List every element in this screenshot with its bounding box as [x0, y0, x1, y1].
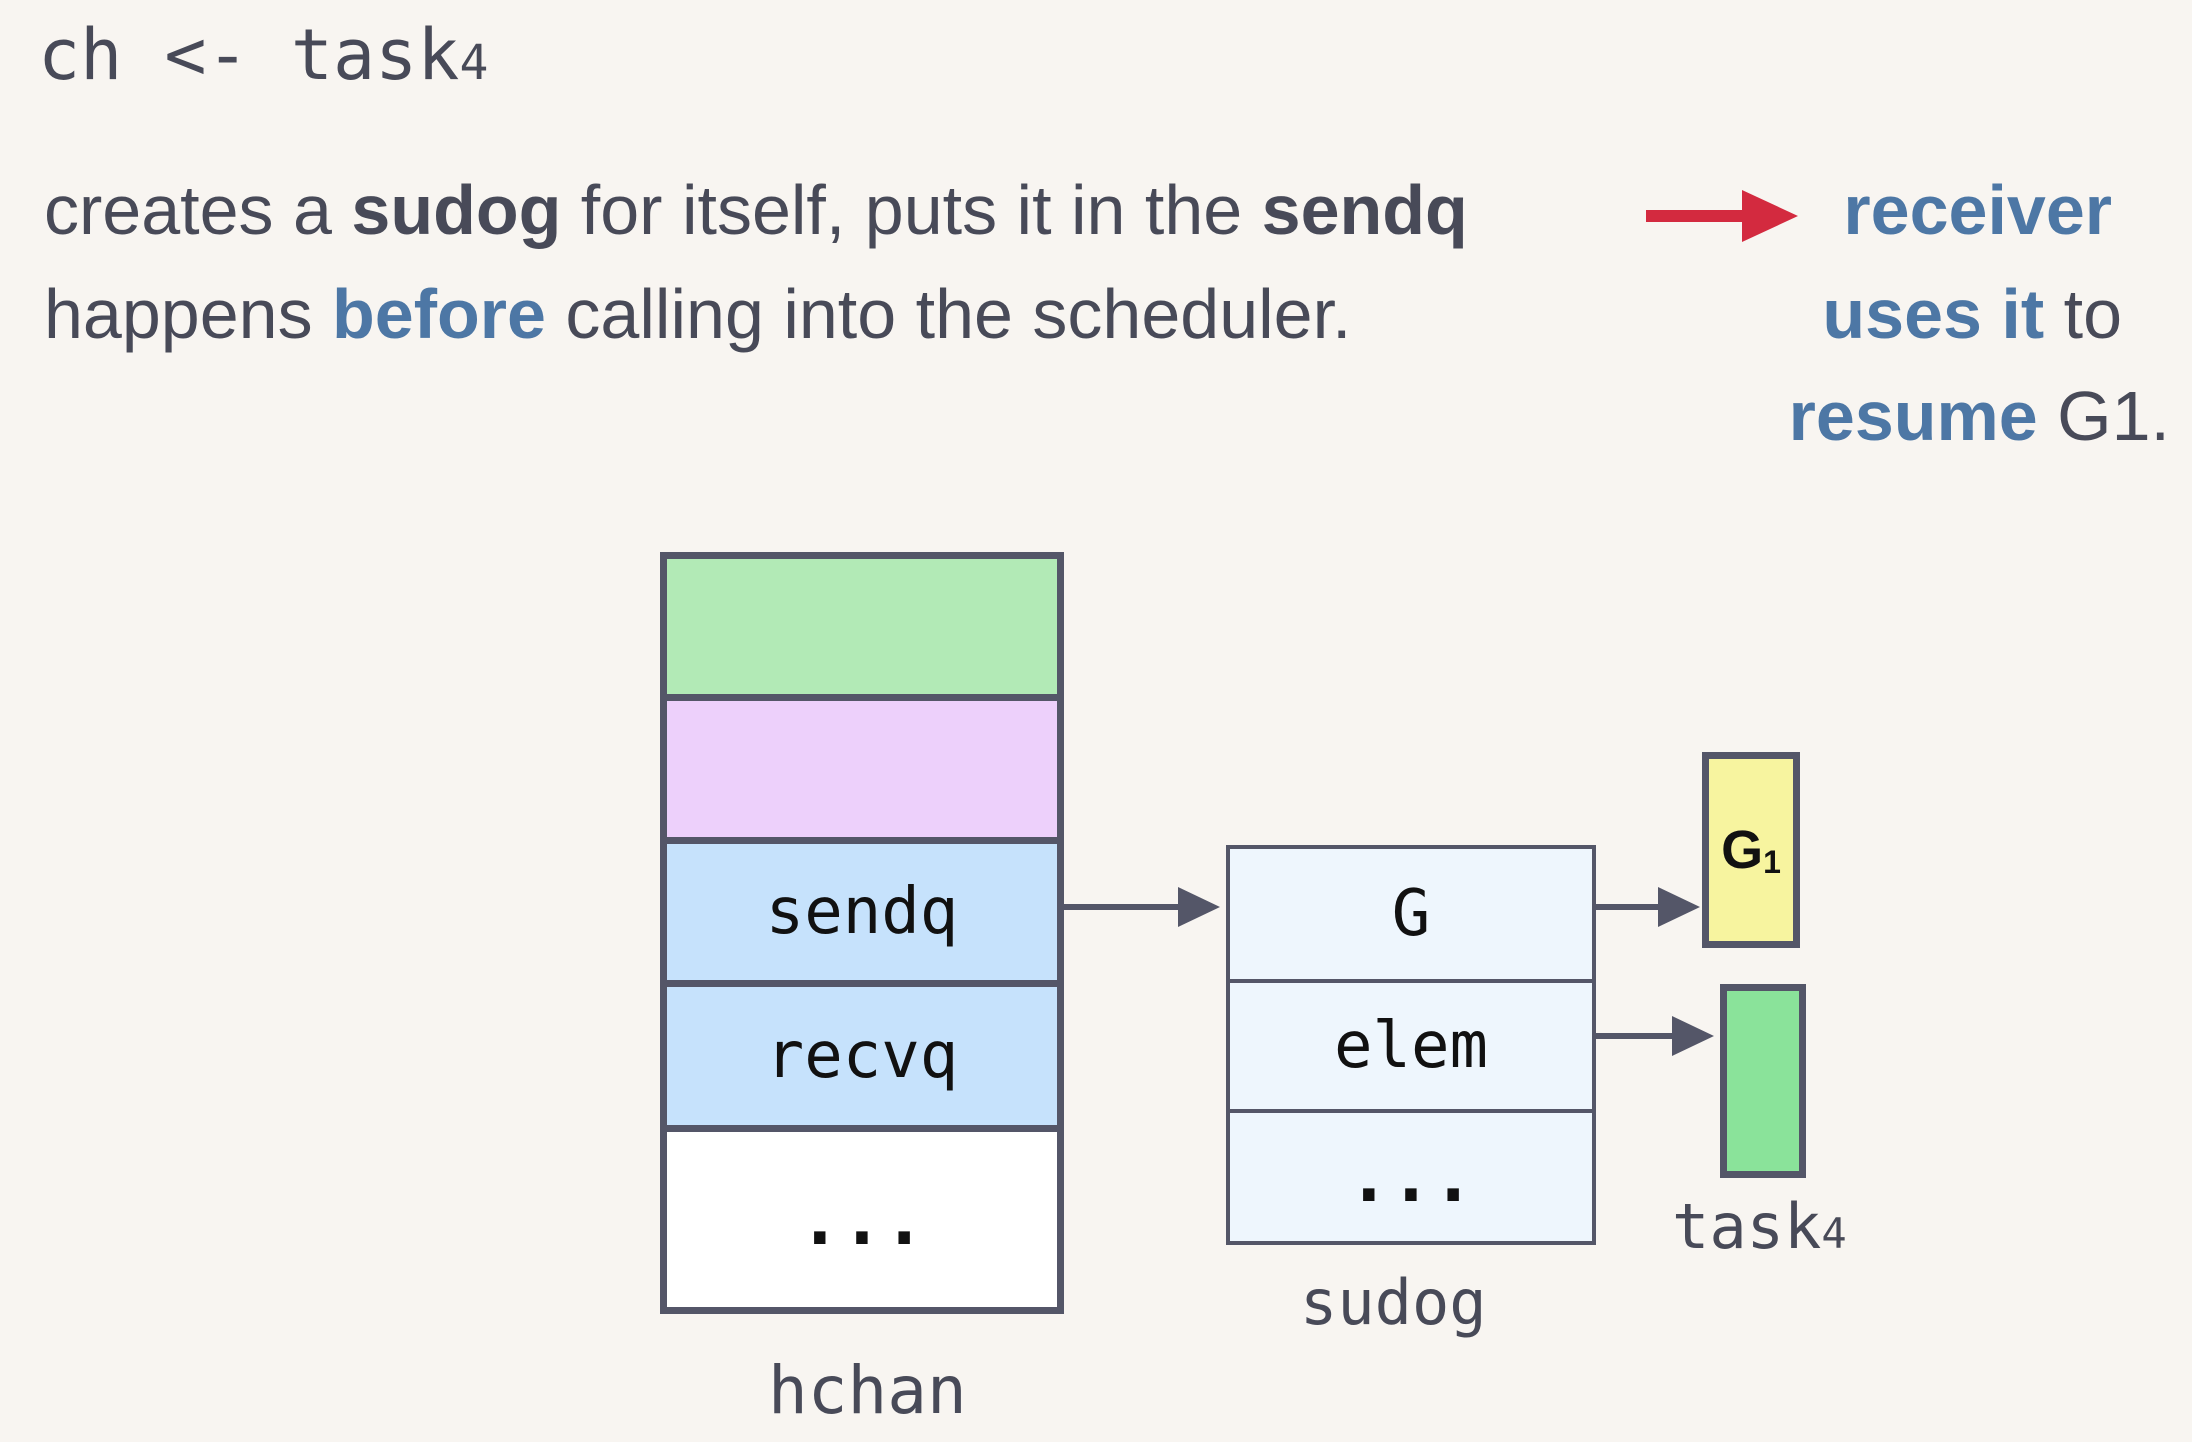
hchan-label: hchan: [768, 1352, 967, 1429]
note-receiver: receiver: [1843, 171, 2112, 249]
red-arrow-icon: [1646, 190, 1798, 242]
desc-before-term: before: [332, 275, 546, 353]
task4-box: [1720, 984, 1806, 1178]
elem-to-task4-arrow: [1596, 1016, 1714, 1056]
desc-text: happens: [44, 275, 333, 353]
hchan-recvq-cell: recvq: [667, 987, 1057, 1132]
sudog-g-cell: G: [1230, 849, 1592, 983]
g-to-g1-arrow: [1596, 887, 1700, 927]
description-line-2: happens before calling into the schedule…: [44, 274, 1352, 354]
hchan-ellipsis-cell: ...: [667, 1132, 1057, 1307]
g1-subscript: 1: [1763, 843, 1781, 880]
note-text: to: [2044, 275, 2122, 353]
desc-sudog-term: sudog: [351, 171, 562, 249]
hchan-struct: sendq recvq ...: [660, 552, 1064, 1314]
note-line-1: receiver: [1843, 170, 2112, 250]
desc-text: calling into the scheduler.: [545, 275, 1352, 353]
code-text: ch <- task: [38, 14, 460, 96]
hchan-cell-1: [667, 559, 1057, 701]
sudog-struct: G elem ...: [1226, 845, 1596, 1245]
task-label-subscript: 4: [1821, 1209, 1847, 1258]
hchan-sendq-cell: sendq: [667, 844, 1057, 987]
hchan-cell-2: [667, 701, 1057, 844]
note-line-2: uses it to: [1822, 274, 2122, 354]
task-label-text: task: [1672, 1190, 1822, 1263]
sudog-label: sudog: [1300, 1266, 1487, 1339]
sendq-to-sudog-arrow: [1064, 887, 1220, 927]
note-text: G1.: [2037, 377, 2170, 455]
note-line-3: resume G1.: [1789, 376, 2170, 456]
code-title: ch <- task4: [38, 14, 488, 96]
sudog-ellipsis-cell: ...: [1347, 1136, 1475, 1218]
sudog-elem-cell: elem: [1230, 983, 1592, 1113]
task4-label: task4: [1672, 1190, 1847, 1263]
desc-text: for itself, puts it in the: [561, 171, 1262, 249]
description-line-1: creates a sudog for itself, puts it in t…: [44, 170, 1468, 250]
desc-text: creates a: [44, 171, 352, 249]
desc-sendq-term: sendq: [1261, 171, 1468, 249]
note-resume: resume: [1788, 377, 2038, 455]
code-subscript: 4: [459, 35, 489, 91]
note-uses-it: uses it: [1822, 275, 2045, 353]
g1-text: G: [1721, 820, 1764, 880]
